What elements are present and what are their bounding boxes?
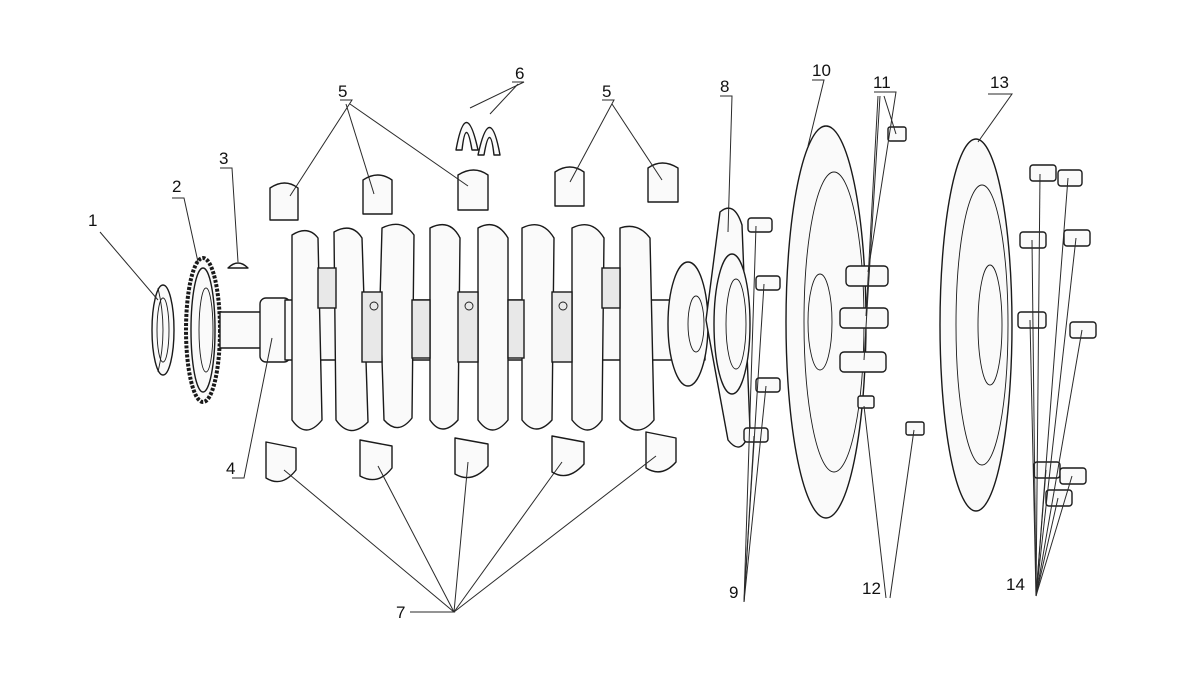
callout-10: 10 — [812, 61, 831, 80]
part-timing-gear — [184, 256, 222, 404]
callout-4: 4 — [226, 459, 235, 478]
callout-5-left: 5 — [338, 82, 347, 101]
part-pressure-plate-bolts — [1017, 164, 1097, 507]
callout-1: 1 — [88, 211, 97, 230]
part-woodruff-key — [227, 262, 249, 269]
part-pressure-plate — [939, 138, 1013, 512]
part-seal-ring — [151, 284, 175, 376]
callout-14: 14 — [1006, 575, 1025, 594]
part-upper-bearing-shells — [269, 162, 679, 221]
callout-13: 13 — [990, 73, 1009, 92]
callout-labels: 1 2 3 4 5 6 5 7 8 9 10 11 12 13 14 — [88, 61, 1025, 622]
part-lower-bearing-shells — [265, 431, 677, 483]
callout-6: 6 — [515, 64, 524, 83]
part-flywheel-bolts — [839, 126, 907, 373]
callout-8: 8 — [720, 77, 729, 96]
callout-7: 7 — [396, 603, 405, 622]
callout-2: 2 — [172, 177, 181, 196]
callout-11: 11 — [873, 73, 891, 92]
part-rear-seal-carrier — [705, 207, 751, 448]
part-crankshaft — [219, 223, 709, 432]
callout-5-right: 5 — [602, 82, 611, 101]
leader-lines — [99, 79, 1083, 613]
part-carrier-bolts — [743, 217, 781, 443]
callout-3: 3 — [219, 149, 228, 168]
part-thrust-washers — [455, 121, 501, 156]
callout-9: 9 — [729, 583, 738, 602]
part-dowel-pins — [857, 395, 925, 436]
part-flywheel — [785, 125, 867, 519]
callout-12: 12 — [862, 579, 881, 598]
